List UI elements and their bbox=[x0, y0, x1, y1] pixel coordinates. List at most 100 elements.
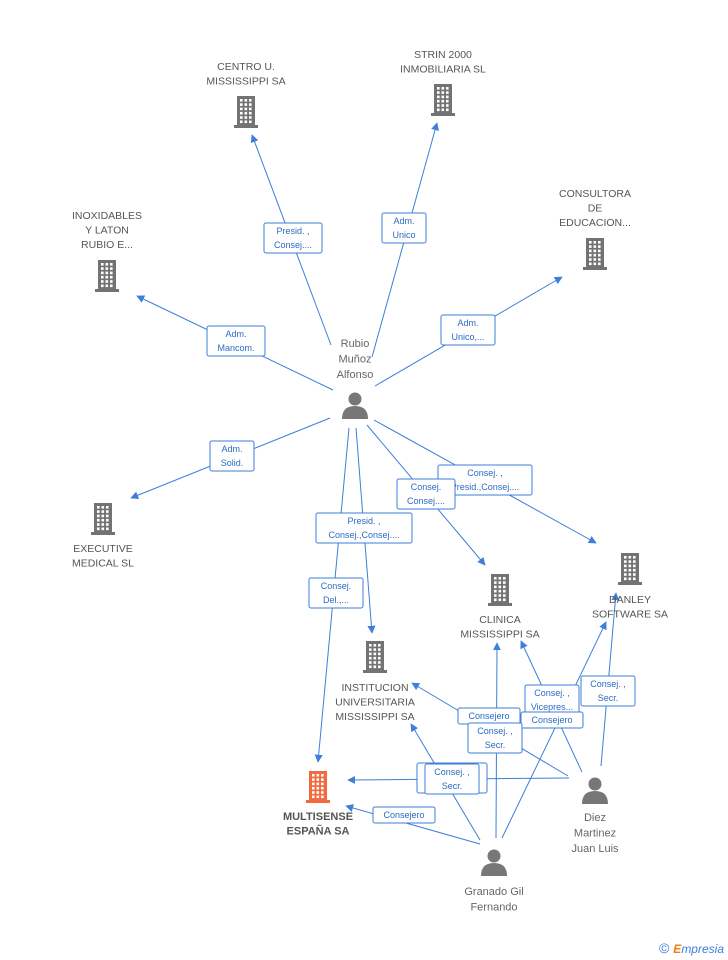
edge-label-text: Del.,... bbox=[323, 595, 349, 605]
brand-initial: E bbox=[673, 942, 682, 956]
person-icon bbox=[582, 777, 608, 804]
edge-label-text: Consej. , bbox=[534, 688, 570, 698]
node-label: INMOBILIARIA SL bbox=[400, 64, 486, 76]
node-label: Muñoz bbox=[338, 354, 371, 366]
node-label: ESPAÑA SA bbox=[287, 825, 350, 838]
edge-label-text: Consej. , bbox=[434, 767, 470, 777]
edge-label-box bbox=[467, 722, 523, 754]
edge-label-rubio-inoxidables[interactable]: Adm. Mancom. bbox=[206, 325, 266, 357]
node-label: CENTRO U. bbox=[217, 61, 275, 73]
node-label: Juan Luis bbox=[571, 843, 619, 855]
node-consultora[interactable]: CONSULTORADEEDUCACION... bbox=[559, 188, 631, 270]
edges-layer bbox=[130, 122, 620, 845]
edge-label-diez-institucion[interactable]: Consejero bbox=[457, 707, 521, 725]
nodes-layer: CENTRO U. MISSISSIPPI SA STRIN 2000INMOBIL… bbox=[72, 49, 668, 914]
edge-label-text: Consej.,Consej.... bbox=[328, 530, 399, 540]
node-label: MISSISSIPPI SA bbox=[460, 629, 539, 641]
node-label: Martinez bbox=[574, 828, 616, 840]
edge-label-box bbox=[308, 577, 364, 609]
node-label: DE bbox=[588, 203, 603, 215]
building-icon bbox=[95, 260, 119, 292]
edge-label-granado-clinica[interactable]: Consej. , Secr. bbox=[467, 722, 523, 754]
edge-label-rubio-clinica[interactable]: Consej.Consej.... bbox=[396, 478, 456, 510]
building-icon bbox=[234, 96, 258, 128]
edge-label-text: Unico,... bbox=[451, 332, 484, 342]
edge-label-text: Consej. , bbox=[467, 468, 503, 478]
edge-label-text: Secr. bbox=[442, 781, 463, 791]
edge-label-box bbox=[520, 711, 584, 729]
edge-label-box bbox=[315, 512, 413, 544]
node-label: UNIVERSITARIA bbox=[335, 697, 415, 709]
node-inoxidables[interactable]: INOXIDABLES Y LATON RUBIO E... bbox=[72, 210, 142, 292]
node-label: Granado Gil bbox=[464, 886, 523, 898]
node-label: Fernando bbox=[470, 902, 517, 914]
edge-label-rubio-consultora[interactable]: Adm. Unico,... bbox=[440, 314, 496, 346]
edge-label-box bbox=[263, 222, 323, 254]
edge-label-text: Consej. bbox=[411, 482, 442, 492]
copyright-brand[interactable]: ©Empresia bbox=[659, 940, 724, 956]
node-label: MISSISSIPPI SA bbox=[335, 711, 414, 723]
node-label: CLINICA bbox=[479, 614, 520, 626]
edge-label-text: Consejero bbox=[531, 715, 572, 725]
edge-label-text: Consej. , bbox=[477, 726, 513, 736]
node-label: MISSISSIPPI SA bbox=[206, 76, 285, 88]
node-label: MULTISENSE bbox=[283, 811, 353, 823]
node-label: EXECUTIVE bbox=[73, 543, 133, 555]
edge-label-box bbox=[209, 440, 255, 472]
edge-label-text: Consej. , bbox=[590, 679, 626, 689]
edge-label-text: Consejero bbox=[383, 810, 424, 820]
edge-label-granado-danley[interactable]: Consejero bbox=[520, 711, 584, 729]
edge-label-rubio-executive[interactable]: Adm. Solid. bbox=[209, 440, 255, 472]
edge-label-granado-institucion[interactable]: Consej. , Secr. bbox=[424, 763, 480, 795]
edge-label-text: Adm. bbox=[225, 329, 246, 339]
brand-name: mpresia bbox=[681, 942, 724, 956]
edge-label-text: Adm. bbox=[221, 444, 242, 454]
edge-label-rubio-institucion[interactable]: Presid. ,Consej.,Consej.... bbox=[315, 512, 413, 544]
node-label: EDUCACION... bbox=[559, 217, 631, 229]
building-icon bbox=[583, 238, 607, 270]
edge-label-text: Secr. bbox=[485, 740, 506, 750]
edge-label-box bbox=[424, 763, 480, 795]
edge-label-diez-clinica[interactable]: Consej. , Vicepres... bbox=[524, 684, 580, 716]
edge-label-box bbox=[381, 212, 427, 244]
building-icon bbox=[431, 84, 455, 116]
node-label: MEDICAL SL bbox=[72, 558, 134, 570]
building-icon bbox=[618, 553, 642, 585]
edge-label-text: Secr. bbox=[598, 693, 619, 703]
node-label: RUBIO E... bbox=[81, 239, 133, 251]
node-multisense[interactable]: MULTISENSE ESPAÑA SA bbox=[283, 771, 353, 838]
edge-label-rubio-multisense[interactable]: Consej.Del.,... bbox=[308, 577, 364, 609]
edge-label-text: Vicepres... bbox=[531, 702, 573, 712]
node-centro[interactable]: CENTRO U. MISSISSIPPI SA bbox=[206, 61, 286, 128]
edge-label-rubio-strin[interactable]: Adm.Unico bbox=[381, 212, 427, 244]
node-executive[interactable]: EXECUTIVE MEDICAL SL bbox=[72, 503, 134, 570]
edge-label-text: Mancom. bbox=[217, 343, 254, 353]
edge-label-text: Solid. bbox=[221, 458, 244, 468]
building-icon bbox=[488, 574, 512, 606]
building-icon bbox=[91, 503, 115, 535]
building-icon bbox=[306, 771, 330, 803]
node-clinica[interactable]: CLINICA MISSISSIPPI SA bbox=[460, 574, 540, 641]
edge-label-diez-danley[interactable]: Consej. , Secr. bbox=[580, 675, 636, 707]
edge-label-box bbox=[396, 478, 456, 510]
copyright-icon: © bbox=[658, 940, 670, 956]
edge-label-text: Unico bbox=[392, 230, 415, 240]
edge-label-granado-multisense[interactable]: Consejero bbox=[372, 806, 436, 824]
edge-label-rubio-centro[interactable]: Presid. ,Consej.... bbox=[263, 222, 323, 254]
edge-label-text: Consej.... bbox=[274, 240, 312, 250]
node-label: DANLEY bbox=[609, 594, 651, 606]
node-label: Y LATON bbox=[85, 225, 129, 237]
edge-label-text: Adm. bbox=[457, 318, 478, 328]
edge-label-text: Presid.,Consej.... bbox=[451, 482, 520, 492]
edge-label-box bbox=[580, 675, 636, 707]
edge-labels-layer: Presid. ,Consej....Adm.UnicoAdm.Unico,..… bbox=[206, 212, 636, 824]
node-label: INOXIDABLES bbox=[72, 210, 142, 222]
edge-label-box bbox=[206, 325, 266, 357]
